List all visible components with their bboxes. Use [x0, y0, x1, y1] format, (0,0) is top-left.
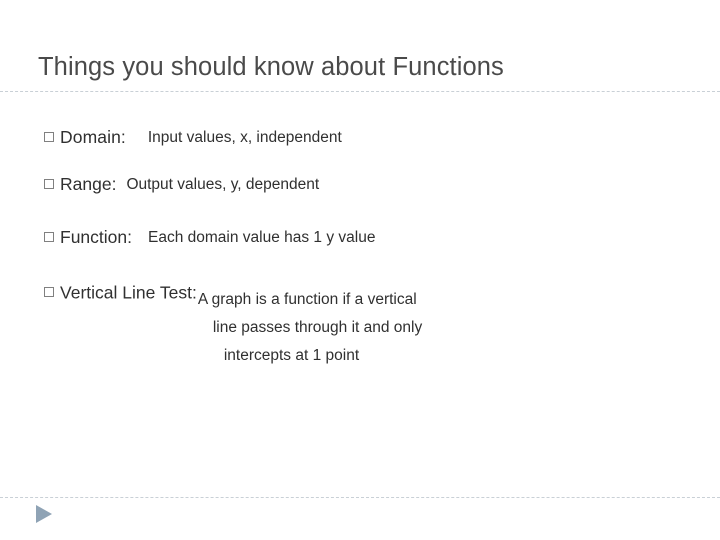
bullet-lead-domain: Domain: [60, 127, 126, 147]
bullet-detail-function: Each domain value has 1 y value [147, 228, 376, 246]
bullet-lead-function: Function: [60, 227, 132, 247]
bullet-detail-range: Output values, y, dependent [126, 175, 320, 193]
detail-line-2: line passes through it and only [212, 319, 423, 336]
detail-line-1: A graph is a function if a vertical [197, 291, 417, 308]
footer-divider [0, 497, 720, 498]
page-title: Things you should know about Functions [38, 53, 504, 81]
content-body: Domain: Input values, x, independent Rang… [44, 127, 684, 389]
title-divider [0, 91, 720, 92]
list-item: Range: Output values, y, dependent [44, 174, 684, 195]
list-item: Function: Each domain value has 1 y value [44, 227, 684, 248]
list-item: Vertical Line Test:A graph is a function… [44, 282, 684, 366]
bullet-square-icon [44, 231, 54, 242]
bullet-square-icon [44, 178, 54, 189]
bullet-detail-vertical-line-test: A graph is a function if a vertical line … [198, 286, 548, 370]
play-triangle-icon[interactable] [36, 505, 52, 523]
bullet-detail-domain: Input values, x, independent [147, 128, 342, 146]
bullet-lead-range: Range: [60, 174, 117, 194]
bullet-lead-vertical-line-test: Vertical Line Test: [60, 282, 197, 302]
list-item: Domain: Input values, x, independent [44, 127, 684, 148]
detail-line-3: intercepts at 1 point [223, 347, 360, 364]
bullet-square-icon [44, 286, 54, 297]
bullet-square-icon [44, 131, 54, 142]
